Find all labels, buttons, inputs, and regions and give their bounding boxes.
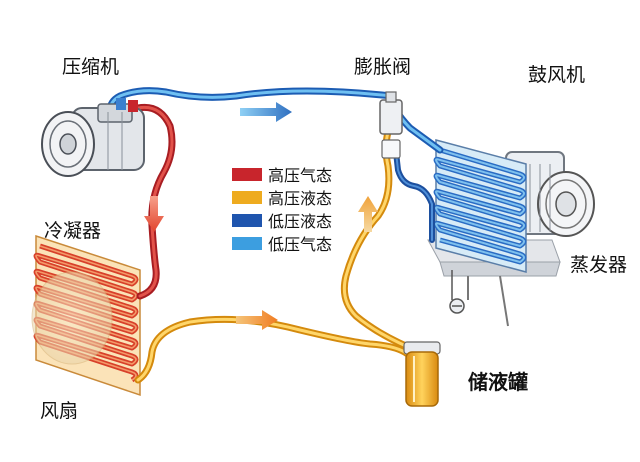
legend-item: 高压气态	[232, 164, 333, 185]
legend-item: 低压气态	[232, 233, 333, 254]
legend-swatch-high-pressure-gas	[232, 167, 262, 181]
flow-arrows	[144, 102, 378, 330]
label-blower: 鼓风机	[528, 64, 586, 86]
label-expansion-valve: 膨胀阀	[354, 56, 412, 78]
label-condenser: 冷凝器	[44, 220, 102, 242]
legend-swatch-low-pressure-gas	[232, 236, 262, 250]
label-receiver-drier: 储液罐	[468, 370, 528, 394]
receiver-drier	[403, 341, 441, 407]
legend-label: 高压气态	[268, 166, 333, 185]
label-compressor: 压缩机	[62, 56, 120, 78]
legend: 高压气态 高压液态 低压液态 低压气态	[232, 164, 332, 256]
legend-label: 低压气态	[268, 235, 333, 254]
legend-label: 低压液态	[268, 212, 333, 231]
expansion-valve	[379, 91, 403, 159]
label-evaporator: 蒸发器	[570, 254, 628, 276]
condenser-coil	[31, 234, 141, 397]
flow-arrow-high-pressure-liquid	[236, 310, 278, 330]
legend-label: 高压液态	[268, 189, 333, 208]
legend-swatch-low-pressure-liquid	[232, 213, 262, 227]
legend-swatch-high-pressure-liquid	[232, 190, 262, 204]
flow-arrow-high-pressure-gas	[144, 196, 164, 232]
flow-arrow-liquid-up	[358, 196, 378, 232]
evaporator-coil	[433, 139, 527, 273]
legend-item: 低压液态	[232, 210, 333, 231]
compressor	[41, 98, 145, 177]
legend-item: 高压液态	[232, 187, 333, 208]
label-fan: 风扇	[40, 400, 79, 422]
flow-arrow-low-pressure-gas	[240, 102, 292, 122]
